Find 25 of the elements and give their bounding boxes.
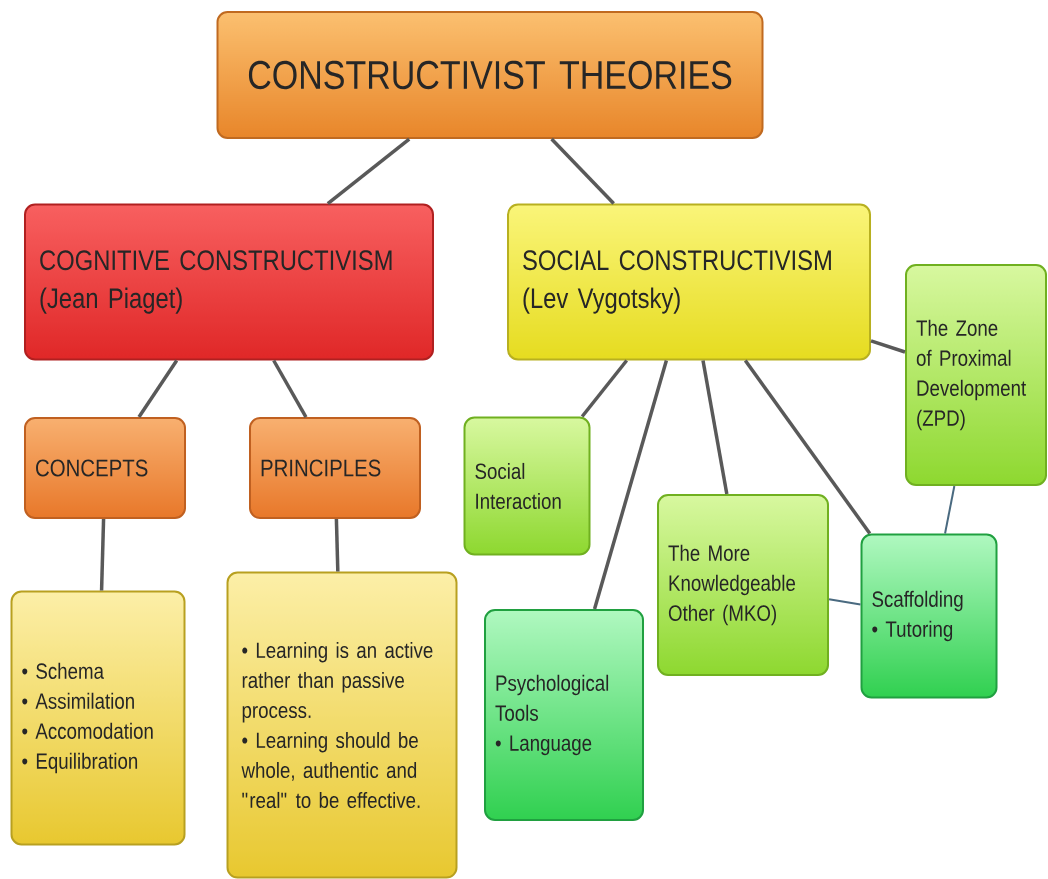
connector-line bbox=[870, 339, 906, 354]
connector-line bbox=[828, 598, 862, 606]
concept-box: Social Interaction bbox=[463, 416, 591, 556]
list-box: • Schema • Assimilation • Accomodation • Equilibration bbox=[10, 590, 186, 846]
topic-box: SOCIAL CONSTRUCTIVISM (Lev Vygotsky) bbox=[507, 203, 871, 361]
concept-box: The More Knowledgeable Other (MKO) bbox=[657, 494, 829, 676]
connector-line bbox=[137, 359, 179, 418]
list-box: • Learning is an active rather than passive process. • Learning should be whole, authentic and "real" to be effective. bbox=[226, 571, 458, 879]
connector-line bbox=[550, 137, 615, 205]
category-box: PRINCIPLES bbox=[249, 417, 421, 519]
concept-box: Scaffolding • Tutoring bbox=[860, 533, 998, 699]
connector-line bbox=[99, 518, 106, 591]
connector-line bbox=[272, 359, 308, 418]
category-box: CONCEPTS bbox=[24, 417, 186, 519]
topic-box: COGNITIVE CONSTRUCTIVISM (Jean Piaget) bbox=[24, 203, 434, 361]
connector-line bbox=[743, 359, 872, 535]
connector-line bbox=[334, 518, 340, 572]
connector-line bbox=[580, 359, 629, 418]
connector-line bbox=[592, 360, 669, 610]
concept-box: The Zone of Proximal Development (ZPD) bbox=[905, 264, 1047, 486]
connector-line bbox=[326, 137, 411, 205]
title-box: CONSTRUCTIVIST THEORIES bbox=[216, 11, 764, 139]
connector-line bbox=[944, 485, 956, 535]
connector-line bbox=[701, 360, 729, 495]
concept-box: Psychological Tools • Language bbox=[484, 609, 644, 821]
